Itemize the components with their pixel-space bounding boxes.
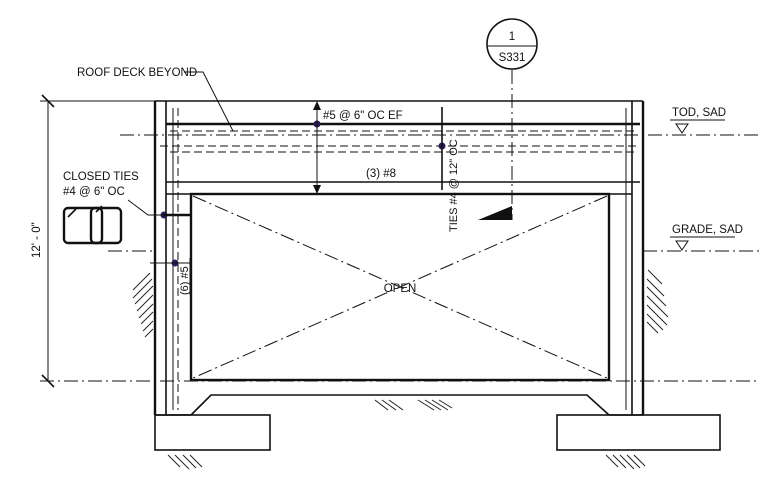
left-footing (154, 414, 271, 451)
bottom-bars-label: (3) #8 (366, 168, 396, 180)
closed-ties-leader (127, 199, 190, 216)
section-callout-number: 1 (509, 31, 515, 43)
leaders (127, 71, 735, 295)
dimension-tick-top (41, 94, 55, 108)
dimension-label: 12' - 0" (31, 222, 43, 258)
top-bar-arrow-up (313, 101, 321, 110)
tie-shape-2 (89, 206, 123, 245)
section-callout-sheet: S331 (499, 52, 526, 64)
culvert-opening (189, 192, 611, 382)
side-bars-label: (6) #5 (179, 266, 191, 295)
overall-dimension (40, 94, 160, 388)
opening-diagonal-2 (192, 195, 608, 379)
section-flag (478, 206, 512, 220)
soil-hatch-bottom (167, 399, 646, 470)
roof-deck-leader (184, 71, 234, 132)
dimension-tick-bottom (41, 374, 55, 388)
right-footing (556, 414, 721, 451)
tie-hook-1 (67, 208, 77, 218)
base-haunch (190, 394, 610, 416)
tie-hook-2 (95, 205, 103, 213)
section-callout-circle[interactable] (486, 18, 538, 70)
closed-ties-label-1: CLOSED TIES (63, 171, 139, 183)
section-callout[interactable]: 1 S331 (486, 18, 538, 70)
soil-hatch-right (646, 269, 669, 334)
closed-ties-detail (62, 205, 123, 245)
roof-deck-label: ROOF DECK BEYOND (77, 67, 197, 79)
grade-label: GRADE, SAD (672, 224, 743, 236)
tie-shape-1 (62, 206, 104, 245)
annotations: ROOF DECK BEYOND #5 @ 6" OC EF TOD, SAD … (31, 67, 743, 295)
culvert-structure (153, 100, 721, 451)
tod-label: TOD, SAD (672, 107, 726, 119)
top-bars-label: #5 @ 6" OC EF (323, 110, 403, 122)
ties-vertical-label: TIES #4 @ 12" OC (448, 139, 460, 232)
top-bar-arrow-down (313, 185, 321, 194)
soil-hatch-left (132, 272, 154, 338)
closed-ties-label-2: #4 @ 6" OC (63, 186, 125, 198)
tod-triangle (675, 123, 689, 134)
opening-label: OPEN (384, 283, 417, 295)
grade-triangle (675, 240, 689, 251)
